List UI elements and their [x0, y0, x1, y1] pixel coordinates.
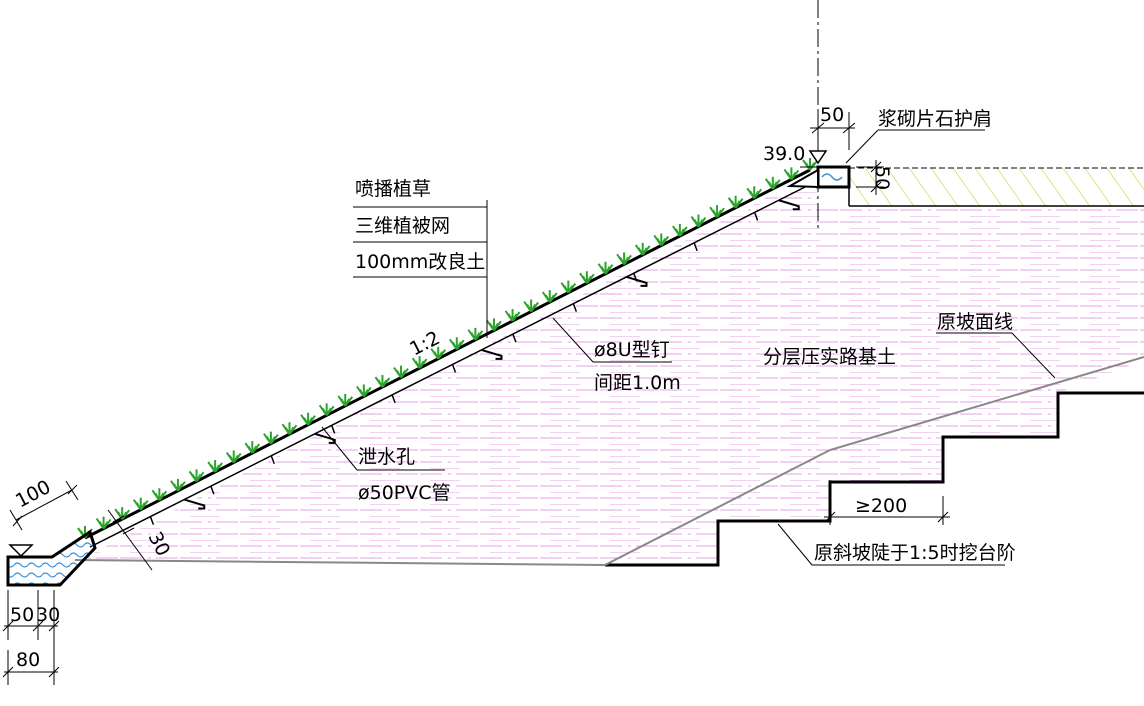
grass-tufts [77, 158, 818, 539]
u-nail [210, 485, 215, 495]
u-nail [633, 272, 638, 282]
grass-tuft [653, 233, 670, 247]
grass-tuft [448, 337, 465, 350]
grass-tuft [616, 252, 632, 265]
u-nail [572, 303, 578, 312]
grass-tuft [225, 450, 242, 464]
grass-tuft [114, 507, 130, 520]
u-nails [149, 199, 800, 525]
u-nail [512, 333, 517, 343]
grass-tuft [467, 327, 484, 341]
layer2-label: 三维植被网 [355, 215, 450, 237]
nail-type-label: ø8U型钉 [594, 339, 670, 361]
grass-tuft [318, 403, 335, 416]
grass-tuft [727, 195, 744, 209]
grass-tuft [244, 441, 261, 454]
grass-tuft [393, 365, 409, 379]
grass-tuft [151, 488, 168, 501]
dim-shoulder-side [856, 160, 884, 195]
layer1-label: 喷播植草 [355, 178, 431, 200]
u-nail [149, 516, 155, 525]
u-nail [693, 242, 698, 252]
u-nail [391, 394, 396, 404]
slope-surface [84, 168, 811, 540]
drain-hole-marker [778, 199, 800, 211]
dim-bottom [2, 590, 60, 685]
layer3-label: 100mm改良土 [355, 251, 485, 273]
grass-tuft [523, 299, 539, 313]
drain-leader [321, 426, 358, 471]
elevation-marker-toe [8, 544, 34, 558]
grass-tuft [672, 224, 688, 237]
u-nail [451, 364, 457, 373]
dim-shoulder-side-value: 50 [871, 166, 893, 190]
drain-hole-marker [314, 432, 336, 444]
drain-hole-marker [183, 498, 206, 510]
grass-tuft [430, 346, 446, 360]
grass-tuft [188, 469, 205, 482]
drain-hole-marker [481, 348, 503, 360]
dim-step-width [824, 480, 950, 525]
original-slope-line [74, 356, 1144, 567]
drain-hole-label: 泄水孔 [358, 446, 415, 468]
original-slope-line-leader [1011, 332, 1056, 379]
original-slope-label: 原坡面线 [937, 311, 1013, 333]
dim-bottom-30: 30 [36, 604, 60, 626]
grass-tuft [690, 214, 707, 228]
grass-tuft [560, 280, 577, 294]
nail-leader [552, 317, 594, 363]
dim-shoulder-top [810, 112, 856, 150]
dim-toe-100 [9, 480, 79, 531]
original-ground-steps [605, 391, 1144, 567]
grass-tuft [300, 412, 316, 426]
grass-tuft [709, 205, 725, 218]
grass-tuft [411, 356, 428, 369]
grass-tuft [356, 384, 372, 398]
grass-tuft [579, 271, 595, 284]
grass-tuft [504, 308, 521, 322]
fill-embankment [80, 170, 1144, 565]
shoulder-leader [845, 129, 879, 164]
steps-note: 原斜坡陡于1:5时挖台阶 [814, 542, 1016, 564]
steps-leader [777, 523, 813, 566]
dim-toe-100-value: 100 [12, 476, 54, 512]
shoulder-label: 浆砌片石护肩 [878, 108, 992, 130]
grass-tuft [634, 242, 651, 256]
grass-tuft [281, 422, 298, 435]
dim-bottom-80: 80 [16, 649, 40, 671]
elevation-marker-top [800, 150, 836, 168]
drain-pipe-label: ø50PVC管 [358, 482, 451, 504]
grass-tuft [541, 290, 558, 303]
toe-drain-block [6, 529, 97, 587]
grass-tuft [765, 176, 781, 190]
grass-tuft [486, 318, 502, 332]
grass-tuft [597, 261, 614, 275]
grass-tuft [374, 375, 391, 388]
u-nail [330, 425, 336, 434]
dim-bottom-50: 50 [10, 604, 34, 626]
u-nail [753, 212, 759, 221]
dim-shoulder-top-value: 50 [820, 104, 844, 126]
nail-spacing-label: 间距1.0m [594, 372, 681, 394]
pavement-hatch [849, 168, 1144, 206]
elevation-label: 39.0 [763, 143, 805, 165]
grass-tuft [263, 431, 279, 445]
grass-tuft [783, 167, 800, 181]
dim-toe-30 [107, 509, 153, 571]
grass-tuft [95, 516, 112, 530]
grass-tuft [170, 478, 186, 492]
grass-tuft [132, 497, 149, 511]
subgrade-label: 分层压实路基土 [763, 346, 896, 368]
u-nail [270, 455, 275, 465]
shoulder-slope [786, 168, 819, 189]
grass-tuft [802, 158, 818, 171]
grass-tuft [746, 186, 763, 199]
dim-step-width-value: ≥200 [855, 495, 907, 517]
grass-tuft [207, 459, 223, 473]
grass-tuft [337, 393, 354, 407]
